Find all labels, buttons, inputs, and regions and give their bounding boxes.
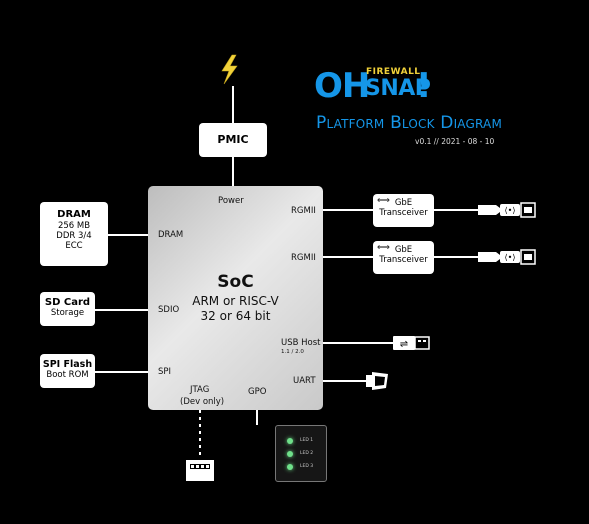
logo-snap: SNAP	[365, 76, 431, 101]
sdcard-sub: Storage	[50, 308, 85, 318]
gbe1-sub: Transceiver	[379, 208, 428, 218]
usb-plug-icon: ⇌	[393, 336, 430, 350]
pmic-box: PMIC	[199, 123, 267, 157]
dram-type: DDR 3/4	[56, 231, 92, 241]
port-rgmii-1: RGMII	[291, 206, 316, 216]
port-dram: DRAM	[158, 230, 184, 240]
port-spi: SPI	[158, 367, 172, 377]
soc-arch: ARM or RISC-V	[192, 294, 279, 308]
port-usb-host: USB Host	[281, 338, 321, 348]
gbe-transceiver-2: ⟺ GbE Transceiver	[373, 241, 434, 274]
version-date: v0.1 // 2021 - 08 - 10	[415, 137, 495, 146]
gbe2-label: GbE	[394, 245, 413, 255]
led-label: LED 3	[300, 464, 314, 469]
logo-bang: !	[416, 66, 432, 106]
soc-block: Power DRAM SDIO SPI JTAG (Dev only) GPO …	[148, 186, 323, 410]
network-arrows-icon: ⟺	[377, 243, 390, 253]
logo-oh: OH	[314, 66, 370, 106]
port-rgmii-2: RGMII	[291, 253, 316, 263]
svg-text:⟨•⟩: ⟨•⟩	[505, 206, 516, 215]
ethernet-connector-icon: ⟨•⟩	[478, 202, 536, 218]
port-jtag: JTAG	[190, 385, 210, 395]
dram-size: 256 MB	[57, 221, 91, 231]
spiflash-sub: Boot ROM	[46, 370, 89, 380]
led-indicator-icon	[287, 464, 293, 470]
soc-title: SoC	[217, 272, 254, 292]
port-sdio: SDIO	[158, 305, 180, 315]
port-jtag-note: (Dev only)	[180, 397, 225, 407]
dram-ecc: ECC	[65, 241, 83, 251]
led-panel: LED 1 LED 2 LED 3	[275, 425, 327, 482]
port-uart: UART	[293, 376, 316, 386]
sdcard-box: SD Card Storage	[40, 292, 95, 326]
port-usb-version: 1.1 / 2.0	[281, 349, 304, 355]
port-power: Power	[218, 196, 244, 206]
logo: OH FIREWALL SNAP !	[314, 62, 444, 108]
ethernet-connector-icon: ⟨•⟩	[478, 249, 536, 265]
dram-box: DRAM 256 MB DDR 3/4 ECC	[40, 202, 108, 266]
soc-bits: 32 or 64 bit	[200, 309, 271, 323]
pmic-label: PMIC	[217, 133, 249, 146]
svg-text:⇌: ⇌	[400, 339, 408, 350]
dram-title: DRAM	[57, 209, 91, 220]
led-indicator-icon	[287, 451, 293, 457]
lightning-icon	[221, 54, 238, 85]
led-label: LED 2	[300, 451, 314, 456]
gbe-transceiver-1: ⟺ GbE Transceiver	[373, 194, 434, 227]
jtag-connector-icon	[186, 460, 214, 481]
led-label: LED 1	[300, 438, 314, 443]
gbe1-label: GbE	[394, 198, 413, 208]
spiflash-title: SPI Flash	[42, 359, 93, 370]
gbe2-sub: Transceiver	[379, 255, 428, 265]
sdcard-title: SD Card	[44, 297, 91, 308]
svg-text:⟨•⟩: ⟨•⟩	[505, 253, 516, 262]
serial-connector-icon	[366, 372, 388, 390]
led-indicator-icon	[287, 438, 293, 444]
logo-firewall: FIREWALL	[366, 67, 421, 77]
network-arrows-icon: ⟺	[377, 196, 390, 206]
spiflash-box: SPI Flash Boot ROM	[40, 354, 95, 388]
diagram-title: Platform Block Diagram	[316, 113, 503, 133]
port-gpo: GPO	[248, 387, 267, 397]
